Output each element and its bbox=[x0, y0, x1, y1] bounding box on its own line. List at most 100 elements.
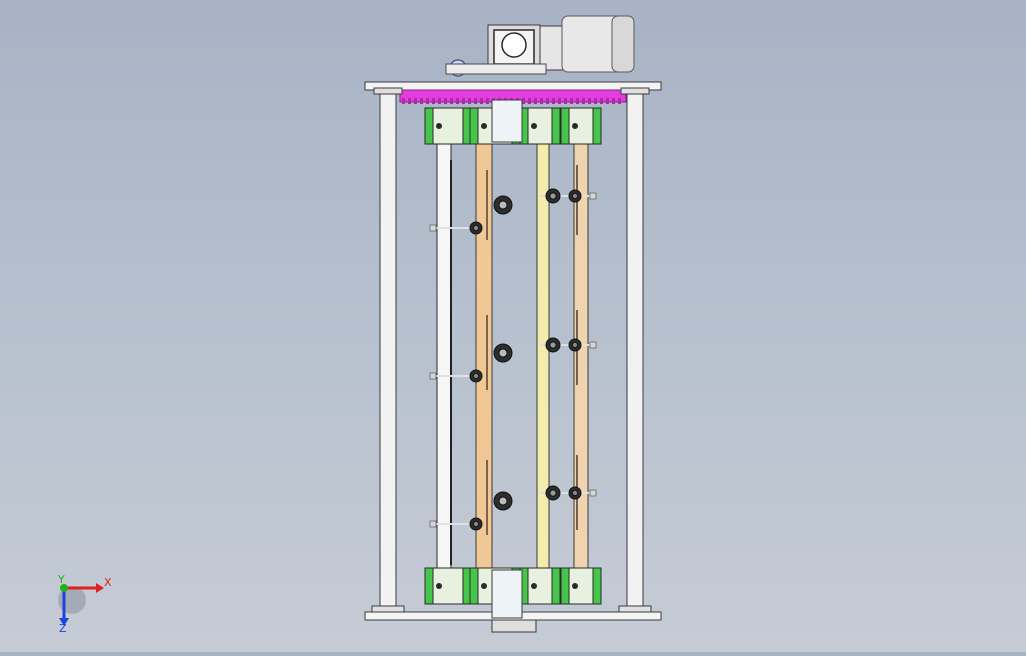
bolt-icon bbox=[531, 583, 537, 589]
gear-tooth bbox=[570, 98, 573, 104]
wheel-hub bbox=[549, 489, 557, 497]
gear-tooth bbox=[426, 98, 429, 104]
bolt-icon bbox=[481, 583, 487, 589]
bearing-block-green-face bbox=[551, 567, 561, 605]
gear-tooth bbox=[576, 98, 579, 104]
bearing-block-green-face bbox=[560, 107, 570, 145]
gear-tooth bbox=[456, 98, 459, 104]
left-post-cap bbox=[373, 87, 403, 95]
motor-end-cap bbox=[611, 15, 635, 73]
gear-tooth bbox=[462, 98, 465, 104]
gear-tooth bbox=[522, 98, 525, 104]
gearbox-flange bbox=[501, 32, 527, 58]
bottom-bearing-blocks[interactable] bbox=[424, 567, 602, 619]
bearing-block-green-face bbox=[551, 107, 561, 145]
gear-tooth bbox=[564, 98, 567, 104]
gear-tooth bbox=[438, 98, 441, 104]
top-bearing-blocks[interactable] bbox=[424, 99, 602, 145]
arm-bracket bbox=[589, 489, 597, 497]
bolt-icon bbox=[436, 583, 442, 589]
gear-tooth bbox=[594, 98, 597, 104]
gear-tooth bbox=[600, 98, 603, 104]
bolt-icon bbox=[572, 123, 578, 129]
bearing-block-green-face bbox=[592, 107, 602, 145]
bottom-shaft-coupling bbox=[491, 569, 523, 619]
wheel-hub bbox=[571, 192, 579, 200]
bearing-block-green-face bbox=[592, 567, 602, 605]
gear-tooth bbox=[588, 98, 591, 104]
bar-white-left[interactable] bbox=[436, 141, 452, 571]
gear-tooth bbox=[618, 98, 621, 104]
arm-bracket bbox=[429, 520, 437, 528]
wheel-hub bbox=[549, 192, 557, 200]
motor-assembly[interactable] bbox=[445, 15, 635, 77]
bearing-block-green-face bbox=[424, 567, 434, 605]
wheel-hub bbox=[472, 224, 480, 232]
axis-z-label: Z bbox=[59, 622, 67, 635]
wheel-hub bbox=[571, 489, 579, 497]
gear-tooth bbox=[468, 98, 471, 104]
wheel-hub bbox=[571, 341, 579, 349]
wheel-hub bbox=[498, 200, 508, 210]
vertical-bars[interactable] bbox=[436, 141, 589, 571]
arm-bracket bbox=[429, 224, 437, 232]
gear-tooth bbox=[432, 98, 435, 104]
motor-adapter bbox=[539, 25, 565, 71]
bar-white-right[interactable] bbox=[573, 141, 589, 571]
top-shaft-coupling bbox=[491, 99, 523, 143]
coordinate-triad: X Y Z bbox=[57, 573, 112, 635]
gear-tooth bbox=[402, 98, 405, 104]
bar-orange[interactable] bbox=[475, 141, 493, 571]
gear-tooth bbox=[540, 98, 543, 104]
gear-tooth bbox=[606, 98, 609, 104]
gear-tooth bbox=[480, 98, 483, 104]
bearing-block-green-face bbox=[560, 567, 570, 605]
gear-tooth bbox=[414, 98, 417, 104]
axis-x-arrow-icon bbox=[96, 583, 104, 593]
gear-tooth bbox=[420, 98, 423, 104]
bearing-block-green-face bbox=[469, 107, 479, 145]
bearing-block-green-face bbox=[469, 567, 479, 605]
gear-tooth bbox=[582, 98, 585, 104]
bottom-hub bbox=[491, 619, 537, 633]
arm-bracket bbox=[589, 341, 597, 349]
bolt-icon bbox=[481, 123, 487, 129]
right-post-foot bbox=[618, 605, 652, 613]
right-post[interactable] bbox=[626, 91, 644, 611]
wheel-hub bbox=[472, 520, 480, 528]
right-post-cap bbox=[620, 87, 650, 95]
bolt-icon bbox=[531, 123, 537, 129]
top-beam[interactable] bbox=[364, 81, 662, 91]
left-post[interactable] bbox=[379, 91, 397, 611]
wheel-hub bbox=[472, 372, 480, 380]
guide-wheels[interactable] bbox=[429, 188, 597, 531]
bolt-icon bbox=[572, 583, 578, 589]
wheel-hub bbox=[498, 496, 508, 506]
gear-tooth bbox=[552, 98, 555, 104]
bolt-icon bbox=[436, 123, 442, 129]
axis-z-arrow-icon bbox=[59, 618, 69, 626]
gear-tooth bbox=[546, 98, 549, 104]
gear-tooth bbox=[408, 98, 411, 104]
arm-bracket bbox=[589, 192, 597, 200]
gear-tooth bbox=[612, 98, 615, 104]
left-post-foot bbox=[371, 605, 405, 613]
bar-yellow[interactable] bbox=[536, 141, 550, 571]
gear-tooth bbox=[558, 98, 561, 104]
drive-shaft-plate bbox=[445, 63, 547, 75]
axis-y-label: Y bbox=[57, 573, 65, 586]
wheel-hub bbox=[498, 348, 508, 358]
gear-tooth bbox=[486, 98, 489, 104]
bearing-block-green-face bbox=[424, 107, 434, 145]
axis-y-dot-icon bbox=[60, 584, 68, 592]
gear-tooth bbox=[444, 98, 447, 104]
gear-tooth bbox=[450, 98, 453, 104]
wheel-hub bbox=[549, 341, 557, 349]
axis-x-label: X bbox=[104, 576, 112, 589]
gear-tooth bbox=[474, 98, 477, 104]
arm-bracket bbox=[429, 372, 437, 380]
gear-tooth bbox=[534, 98, 537, 104]
gear-tooth bbox=[528, 98, 531, 104]
